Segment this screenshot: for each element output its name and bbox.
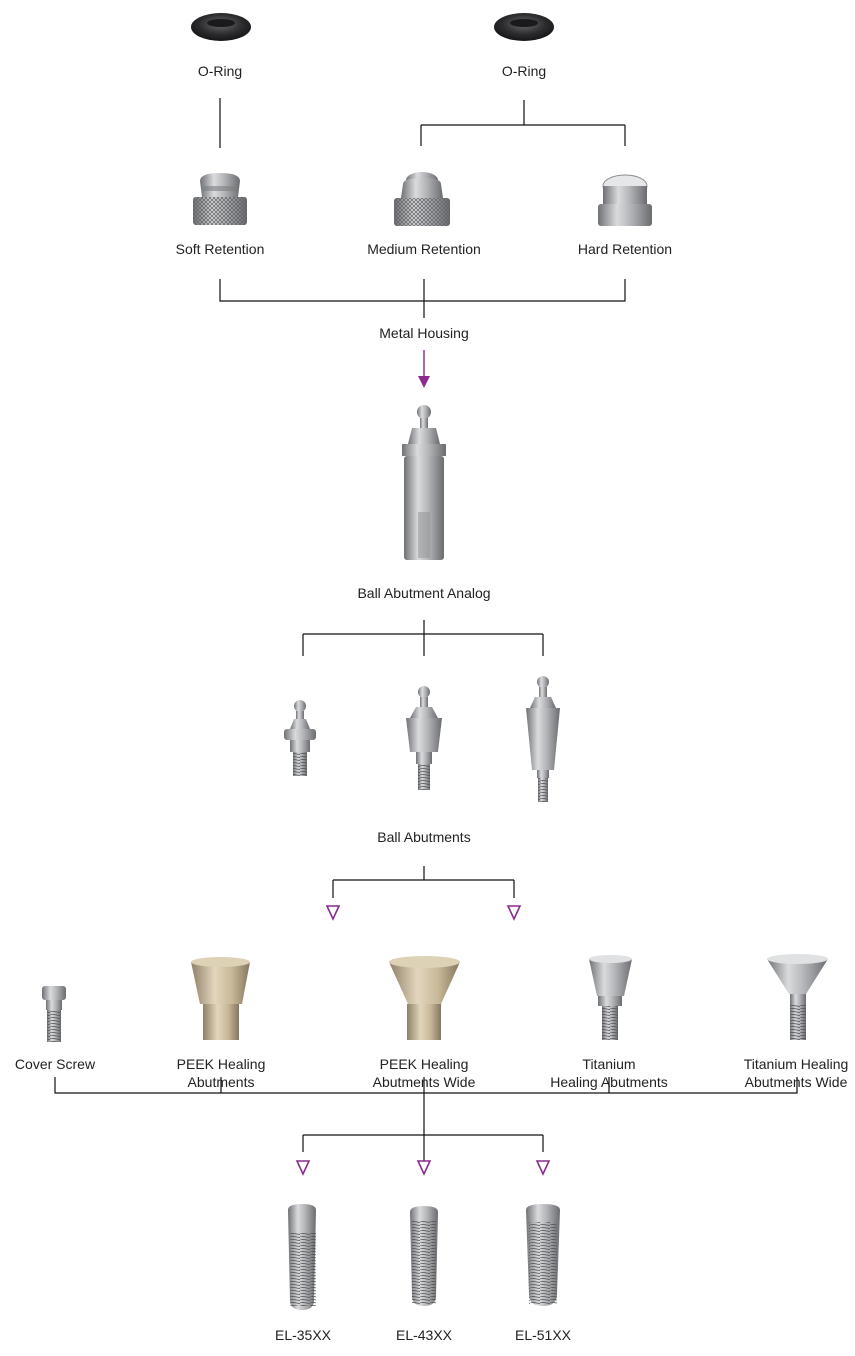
peek-wide-label-line1: PEEK Healing — [379, 1056, 469, 1072]
ball-abutment-icon — [526, 676, 560, 802]
retention-cap-icon — [193, 173, 247, 225]
titanium-healing-abutment-wide-icon — [767, 954, 828, 1040]
titanium-wide-label: Titanium Healing Abutments Wide — [744, 1055, 849, 1091]
ball-abutments-label: Ball Abutments — [377, 829, 471, 845]
cover-screw-label: Cover Screw — [14, 1056, 96, 1072]
connector-lines — [54, 98, 798, 1162]
implant-icon — [410, 1206, 438, 1306]
peek-healing-abutment-icon — [191, 957, 250, 1040]
connector-o-ring-right — [420, 100, 626, 146]
ball-abutment-analog-label: Ball Abutment Analog — [357, 585, 491, 601]
soft-retention-label: Soft Retention — [175, 241, 265, 257]
o-ring-left-label: O-Ring — [197, 63, 243, 79]
titanium-healing-label-line2: Healing Abutments — [550, 1074, 668, 1090]
titanium-wide-label-line1: Titanium Healing — [743, 1056, 849, 1072]
o-ring-icon — [191, 13, 251, 41]
metal-housing-label: Metal Housing — [379, 325, 469, 341]
peek-wide-label-line2: Abutments Wide — [372, 1074, 476, 1090]
peek-healing-label-line1: PEEK Healing — [176, 1056, 266, 1072]
peek-healing-abutment-wide-icon — [389, 956, 460, 1040]
ball-analog-icon — [402, 405, 446, 560]
arrows — [295, 350, 551, 1176]
retention-cap-icon — [394, 172, 450, 226]
arrow-implant-right — [535, 1160, 551, 1176]
el-35xx-label: EL-35XX — [274, 1327, 332, 1343]
hard-retention-label: Hard Retention — [577, 241, 673, 257]
cover-screw-icon — [42, 986, 66, 1042]
o-ring-icon — [494, 13, 554, 41]
el-43xx-label: EL-43XX — [395, 1327, 453, 1343]
titanium-wide-label-line2: Abutments Wide — [744, 1074, 848, 1090]
connector-analog — [302, 620, 544, 656]
arrow-implant-center — [416, 1160, 432, 1176]
implant-icon — [288, 1204, 316, 1310]
el-51xx-label: EL-51XX — [514, 1327, 572, 1343]
peek-healing-label-line2: Abutments — [187, 1074, 255, 1090]
implant-icon — [526, 1204, 560, 1306]
connector-retentions — [219, 279, 626, 318]
peek-healing-label: PEEK Healing Abutments — [177, 1055, 266, 1091]
peek-wide-label: PEEK Healing Abutments Wide — [373, 1055, 476, 1091]
arrow-implant-left — [295, 1160, 311, 1176]
medium-retention-label: Medium Retention — [367, 241, 481, 257]
titanium-healing-label: Titanium Healing Abutments — [550, 1055, 668, 1091]
arrow-filled-head — [418, 376, 430, 388]
titanium-healing-abutment-icon — [589, 955, 632, 1040]
titanium-healing-label-line1: Titanium — [582, 1056, 636, 1072]
connector-ball-abutments — [332, 866, 515, 898]
arrow-hollow-right — [506, 905, 522, 921]
arrow-hollow-left — [325, 905, 341, 921]
ball-abutment-icon — [284, 700, 316, 776]
retention-cap-icon — [598, 174, 652, 226]
connector-healing — [54, 1077, 798, 1162]
o-ring-right-label: O-Ring — [501, 63, 547, 79]
ball-abutment-icon — [406, 686, 442, 790]
